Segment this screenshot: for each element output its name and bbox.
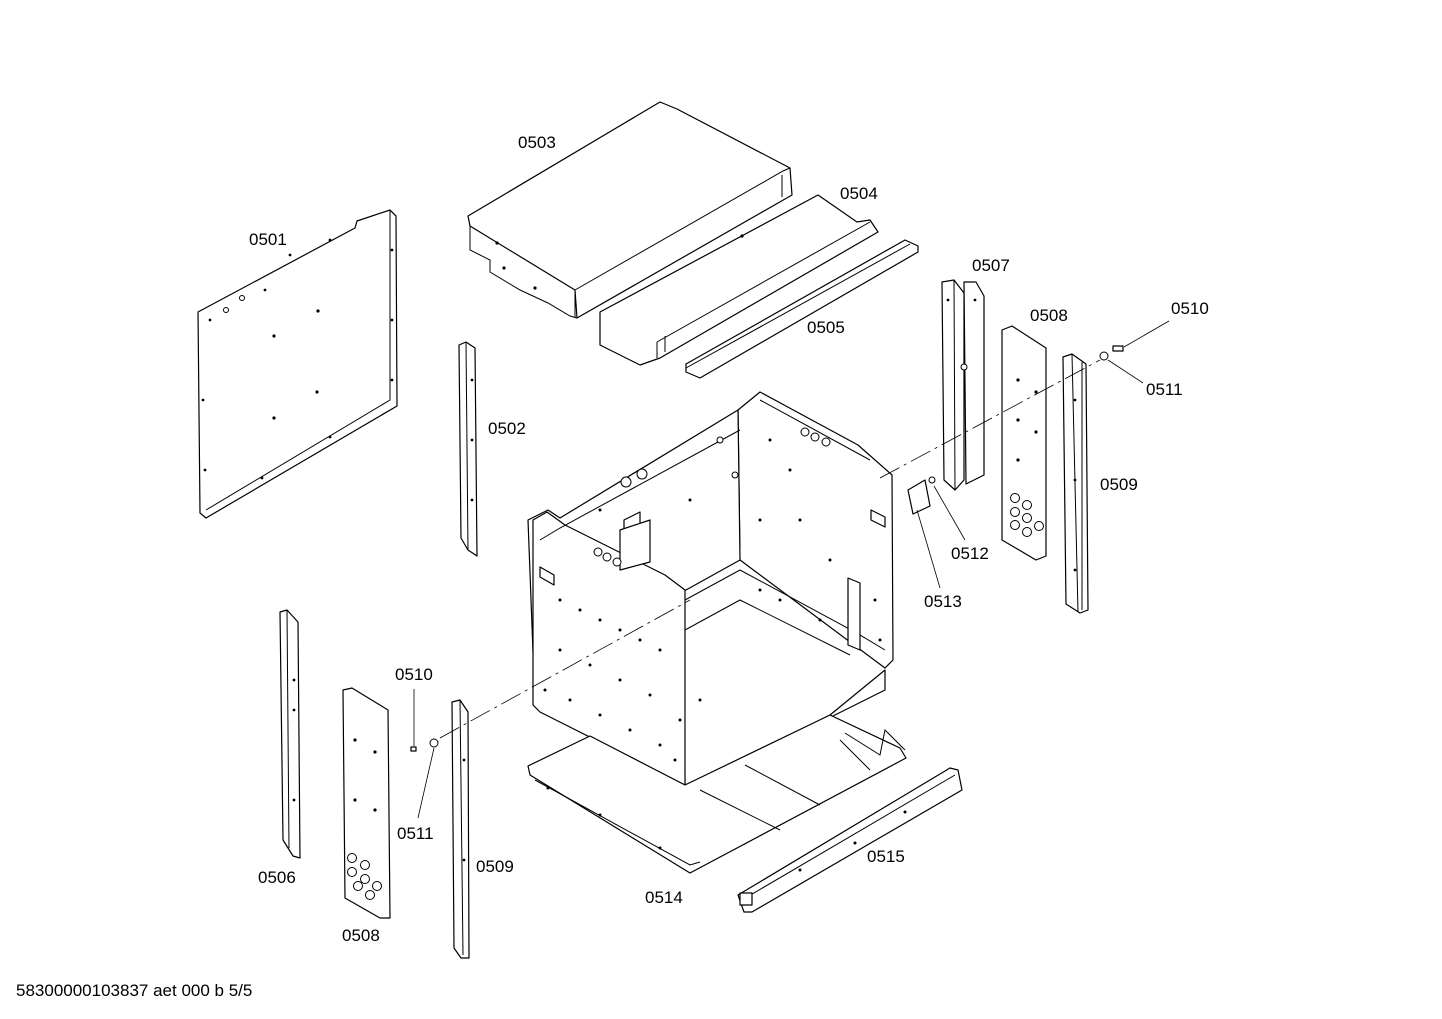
part-0507-right-strip [941,279,985,491]
label-0514: 0514 [645,888,683,907]
part-0501-side-panel [197,209,398,519]
part-0510-0511-right-fastener [1099,345,1124,361]
axis-left [439,599,691,739]
label-0508-right: 0508 [1030,306,1068,325]
part-0509-left-strip [451,699,470,959]
part-0503-top-cover [467,101,793,319]
label-0510-right: 0510 [1171,299,1209,318]
axis-right [879,359,1101,479]
leader-lines [413,320,1170,819]
label-0503: 0503 [518,133,556,152]
label-0504: 0504 [840,184,878,203]
label-0515: 0515 [867,847,905,866]
label-0511-left: 0511 [397,824,434,843]
part-0505-channel-bar [685,239,919,379]
part-0509-right-strip [1062,353,1089,614]
label-0502: 0502 [488,419,526,438]
part-0514-bottom-plate [527,714,907,874]
label-0505: 0505 [807,318,845,337]
part-0512-0513-bracket [907,476,936,515]
label-0507: 0507 [972,256,1010,275]
part-0508-left-plate [342,687,391,919]
part-0510-0511-left-fastener [410,738,439,752]
label-0511-right: 0511 [1146,380,1183,399]
label-0506: 0506 [258,868,296,887]
oven-cavity-frame [527,391,894,786]
document-id: 58300000103837 aet 000 b 5/5 [16,981,253,1000]
label-0510-left: 0510 [395,665,433,684]
part-0502-left-strip [458,341,478,557]
label-0512: 0512 [951,544,989,563]
part-0508-right-plate [1001,325,1047,561]
label-0509-right: 0509 [1100,475,1138,494]
label-0508-left: 0508 [342,926,380,945]
label-0513: 0513 [924,592,962,611]
part-0504-front-trim [599,194,879,366]
part-0506-left-strip [279,609,301,859]
label-0501: 0501 [249,230,287,249]
part-0515-bottom-rail [737,767,963,913]
label-0509-left: 0509 [476,857,514,876]
